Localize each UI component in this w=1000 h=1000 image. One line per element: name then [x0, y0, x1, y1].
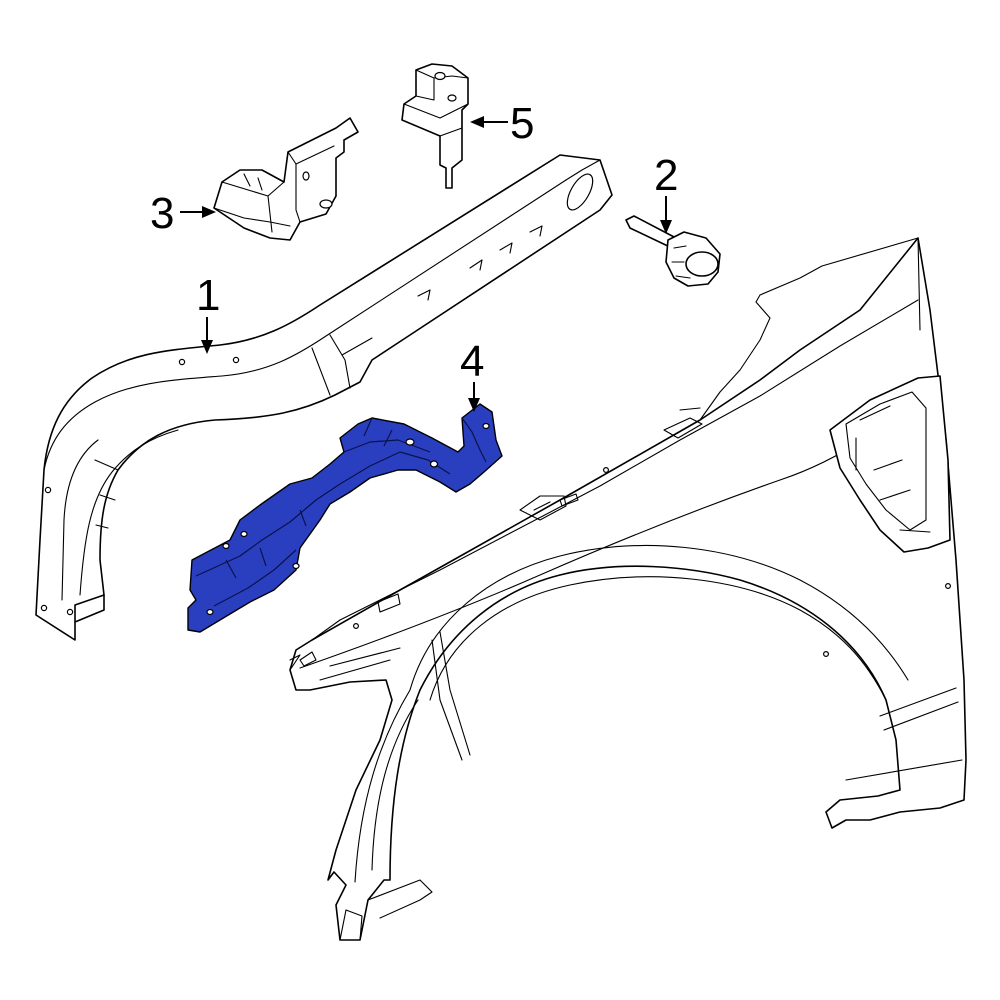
part-2-bolt[interactable]	[625, 215, 721, 287]
callout-5: 5	[470, 99, 534, 148]
callout-3: 3	[150, 189, 216, 238]
callout-5-arrowhead	[470, 116, 484, 128]
part-4-reinforcement-highlighted[interactable]	[187, 403, 503, 633]
callout-4-label: 4	[460, 337, 484, 386]
callout-2-label: 2	[654, 151, 678, 200]
part-1-apron-rail[interactable]	[35, 154, 613, 641]
callout-4: 4	[460, 337, 484, 412]
callout-4-arrowhead	[468, 398, 480, 412]
callout-1-label: 1	[196, 271, 220, 320]
callout-5-label: 5	[510, 99, 534, 148]
fender-panel	[289, 237, 967, 941]
callout-3-label: 3	[150, 189, 174, 238]
callout-1: 1	[196, 271, 220, 354]
callout-3-arrowhead	[202, 206, 216, 218]
part-5-bracket[interactable]	[401, 63, 469, 189]
callout-1-arrowhead	[201, 340, 213, 354]
part-3-bracket[interactable]	[213, 117, 359, 241]
callout-2-arrowhead	[660, 220, 672, 234]
callout-2: 2	[654, 151, 678, 234]
